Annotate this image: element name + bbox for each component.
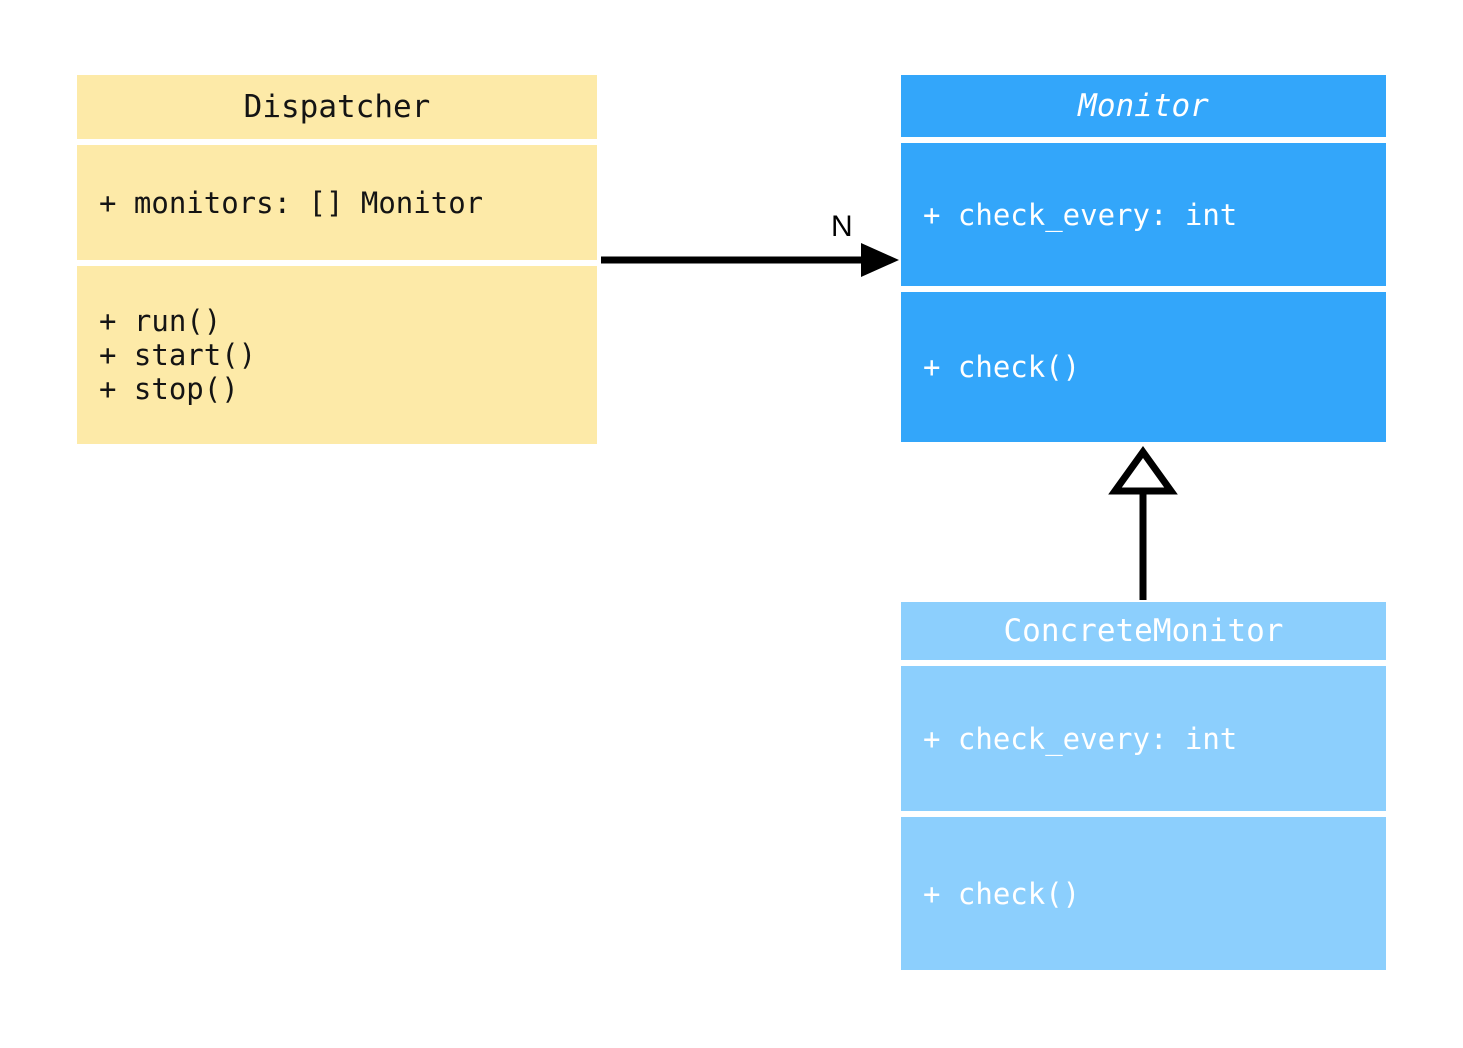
class-name-monitor: Monitor (1078, 87, 1209, 124)
class-attributes-monitor: + check_every: int (901, 143, 1386, 286)
class-name-concrete-monitor: ConcreteMonitor (1003, 612, 1284, 649)
class-name-dispatcher: Dispatcher (243, 88, 431, 125)
class-methods-dispatcher: + run() + start() + stop() (77, 266, 597, 444)
association-dispatcher-monitor (601, 243, 899, 277)
class-methods-concrete-monitor: + check() (901, 817, 1386, 970)
association-arrowhead (861, 243, 899, 277)
attribute-list-concrete-monitor: + check_every: int (923, 721, 1238, 756)
method-list-concrete-monitor: + check() (923, 876, 1081, 911)
method-list-dispatcher: + run() + start() + stop() (99, 304, 257, 406)
association-multiplicity-label: N (831, 210, 853, 243)
class-box-dispatcher[interactable]: Dispatcher + monitors: [] Monitor + run(… (77, 75, 597, 444)
class-box-monitor[interactable]: Monitor + check_every: int + check() (901, 75, 1386, 442)
class-attributes-concrete-monitor: + check_every: int (901, 666, 1386, 811)
class-header-monitor: Monitor (901, 75, 1386, 137)
class-header-dispatcher: Dispatcher (77, 75, 597, 139)
generalization-concrete-monitor (1108, 445, 1178, 600)
class-header-concrete-monitor: ConcreteMonitor (901, 602, 1386, 660)
class-box-concrete-monitor[interactable]: ConcreteMonitor + check_every: int + che… (901, 602, 1386, 970)
class-attributes-dispatcher: + monitors: [] Monitor (77, 145, 597, 260)
class-methods-monitor: + check() (901, 292, 1386, 442)
attribute-list-dispatcher: + monitors: [] Monitor (99, 185, 484, 220)
generalization-arrowhead (1108, 445, 1178, 495)
method-list-monitor: + check() (923, 350, 1081, 384)
attribute-list-monitor: + check_every: int (923, 197, 1238, 232)
